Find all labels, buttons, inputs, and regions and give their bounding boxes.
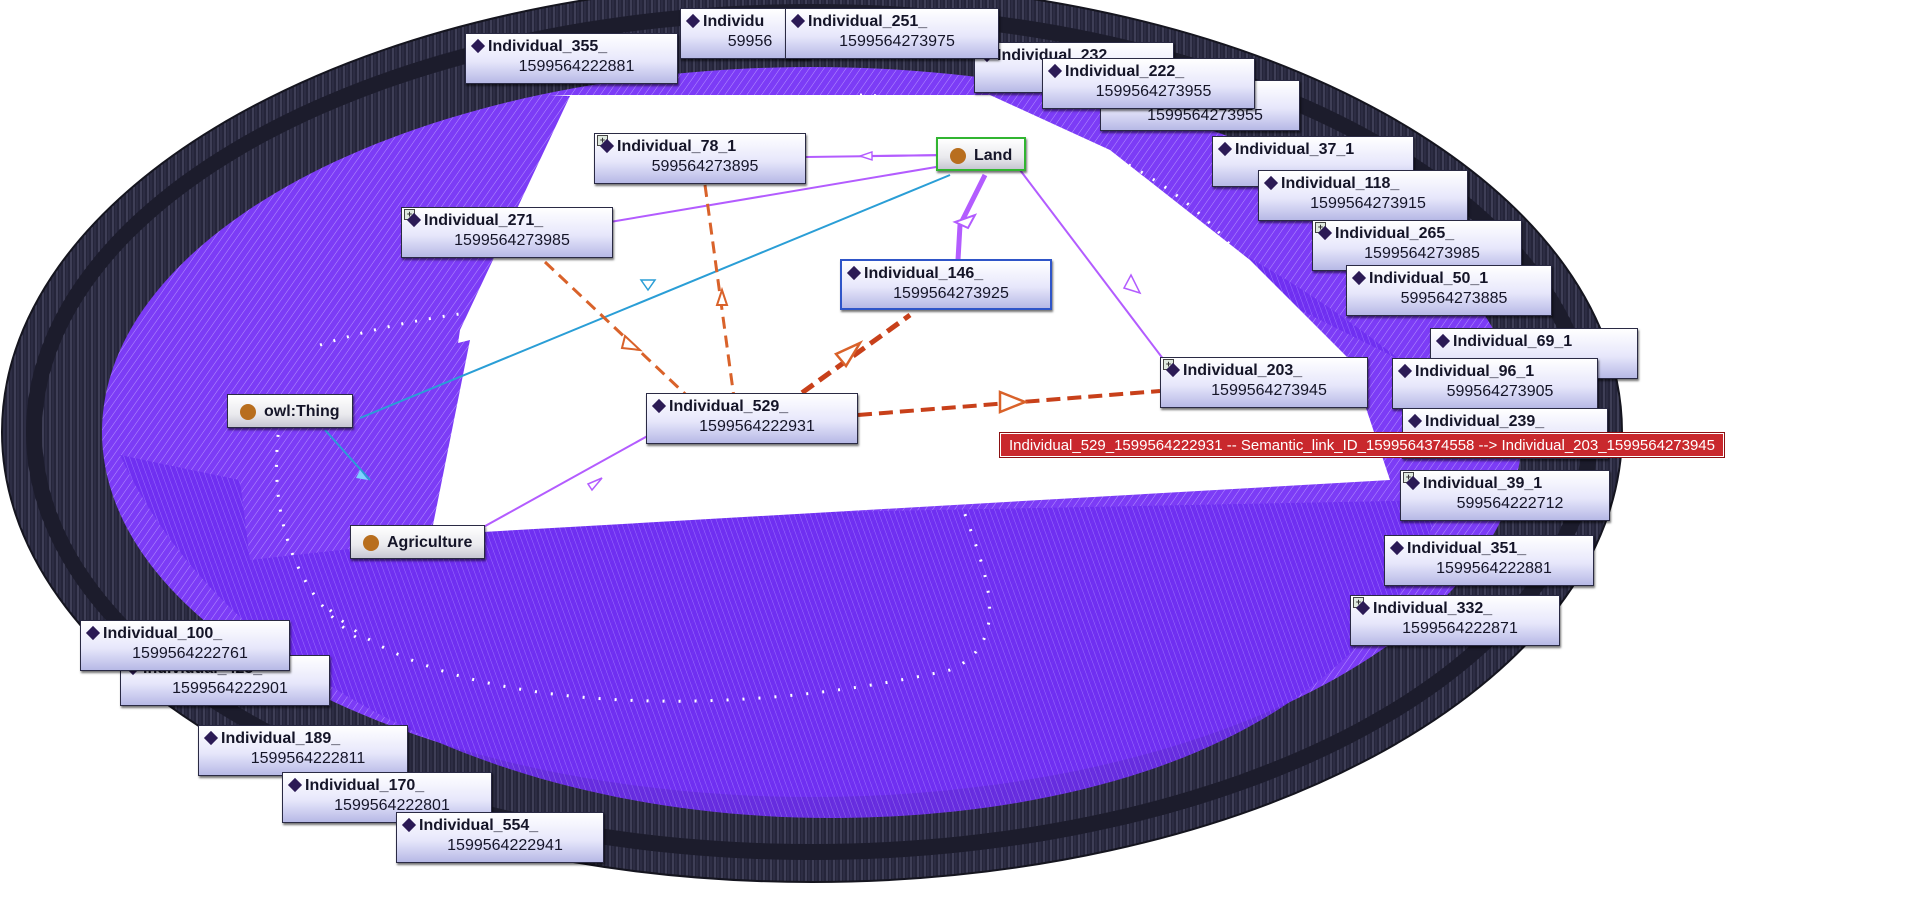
node-id: 1599564273975 [839,33,955,50]
individual-node-96[interactable]: Individual_96_1 599564273905 [1392,358,1598,409]
individual-node-78[interactable]: + Individual_78_1 599564273895 [594,133,806,184]
node-id: 599564273885 [1400,290,1508,307]
individual-node-222[interactable]: Individual_222_ 1599564273955 [1042,58,1255,109]
class-node-label: Agriculture [387,534,473,551]
node-id: 1599564273925 [893,285,1009,302]
node-id: 59956 [727,33,773,50]
individual-diamond-icon [470,38,486,54]
class-node-agriculture[interactable]: Agriculture [350,525,486,559]
node-id: 1599564273945 [1211,382,1327,399]
node-name: Individual_203_ [1183,362,1303,379]
individual-node-189[interactable]: Individual_189_ 1599564222811 [198,725,408,776]
class-node-owl-thing[interactable]: owl:Thing [227,394,353,428]
node-name: Individual_189_ [221,730,341,747]
class-circle-icon [950,148,966,164]
class-node-label: owl:Thing [264,403,340,420]
node-name: Individual_529_ [669,398,789,415]
individual-diamond-icon [1435,333,1451,349]
node-name: Individual_39_1 [1423,475,1543,492]
node-name: Individual_69_1 [1453,333,1573,350]
individual-node-332[interactable]: + Individual_332_ 1599564222871 [1350,595,1560,646]
node-id: 1599564222931 [699,418,815,435]
node-name: Individual_239_ [1425,413,1545,430]
node-id: 1599564222881 [518,58,635,75]
individual-diamond-icon [1389,540,1405,556]
node-id: 1599564273985 [454,232,570,249]
individual-node-355[interactable]: Individual_355_ 1599564222881 [465,33,678,84]
individual-node-251[interactable]: Individual_251_ 1599564273975 [785,8,999,59]
node-name: Individual_265_ [1335,225,1455,242]
node-id: 1599564273915 [1310,195,1426,212]
node-id: 1599564273985 [1364,245,1480,262]
individual-node-146[interactable]: Individual_146_ 1599564273925 [840,259,1052,310]
node-id: 1599564222941 [447,837,563,854]
node-name: Individual_100_ [103,625,223,642]
individual-diamond-icon [287,777,303,793]
individual-diamond-icon [203,730,219,746]
node-id: 1599564222901 [172,680,288,697]
individual-diamond-icon [1047,63,1063,79]
node-id: 1599564222871 [1402,620,1518,637]
class-circle-icon [240,404,256,420]
node-name: Individual_146_ [864,265,984,282]
individual-diamond-icon [1407,413,1423,429]
node-name: Individual_50_1 [1369,270,1489,287]
node-name: Individual_355_ [488,38,608,55]
node-id: 1599564273955 [1095,83,1212,100]
individual-diamond-icon [85,625,101,641]
node-name: Individual_251_ [808,13,928,30]
node-name: Individual_351_ [1407,540,1527,557]
node-name: Individu [703,13,765,30]
individual-node-265[interactable]: + Individual_265_ 1599564273985 [1312,220,1522,271]
node-id: 1599564222761 [132,645,248,662]
node-name: Individual_78_1 [617,138,737,155]
individual-node-529[interactable]: Individual_529_ 1599564222931 [646,393,858,444]
individual-diamond-icon [401,817,417,833]
individual-diamond-icon [685,13,701,29]
individual-node-50[interactable]: Individual_50_1 599564273885 [1346,265,1552,316]
individual-node-271[interactable]: + Individual_271_ 1599564273985 [401,207,613,258]
individual-diamond-icon [651,398,667,414]
node-id: 1599564222881 [1436,560,1552,577]
node-name: Individual_271_ [424,212,544,229]
individual-node-203[interactable]: + Individual_203_ 1599564273945 [1160,357,1368,408]
individual-diamond-icon [1351,270,1367,286]
node-name: Individual_332_ [1373,600,1493,617]
individual-diamond-icon [846,265,862,281]
individual-diamond-icon [1397,363,1413,379]
individual-node-351[interactable]: Individual_351_ 1599564222881 [1384,535,1594,586]
individual-diamond-icon [1263,175,1279,191]
node-name: Individual_170_ [305,777,425,794]
node-id: 599564222712 [1456,495,1564,512]
individual-diamond-icon [790,13,806,29]
node-name: Individual_118_ [1281,175,1400,192]
individual-node-39[interactable]: + Individual_39_1 599564222712 [1400,470,1610,521]
edge-tooltip: Individual_529_1599564222931 -- Semantic… [999,432,1725,458]
individual-diamond-icon [1217,141,1233,157]
node-name: Individual_554_ [419,817,539,834]
class-node-label: Land [974,147,1013,164]
node-id: 1599564273955 [1147,107,1263,124]
node-id: 599564273905 [1446,383,1554,400]
node-id: 1599564222811 [250,750,366,767]
individual-node-100[interactable]: Individual_100_ 1599564222761 [80,620,290,671]
node-name: Individual_96_1 [1415,363,1535,380]
node-id: 1599564222801 [334,797,450,814]
graph-edges [324,155,1171,541]
node-name: Individual_37_1 [1235,141,1355,158]
individual-node-118[interactable]: Individual_118_ 1599564273915 [1258,170,1468,221]
node-id: 599564273895 [651,158,759,175]
individual-node-554[interactable]: Individual_554_ 1599564222941 [396,812,604,863]
node-name: Individual_222_ [1065,63,1185,80]
class-circle-icon [363,535,379,551]
class-node-land[interactable]: Land [936,137,1027,171]
